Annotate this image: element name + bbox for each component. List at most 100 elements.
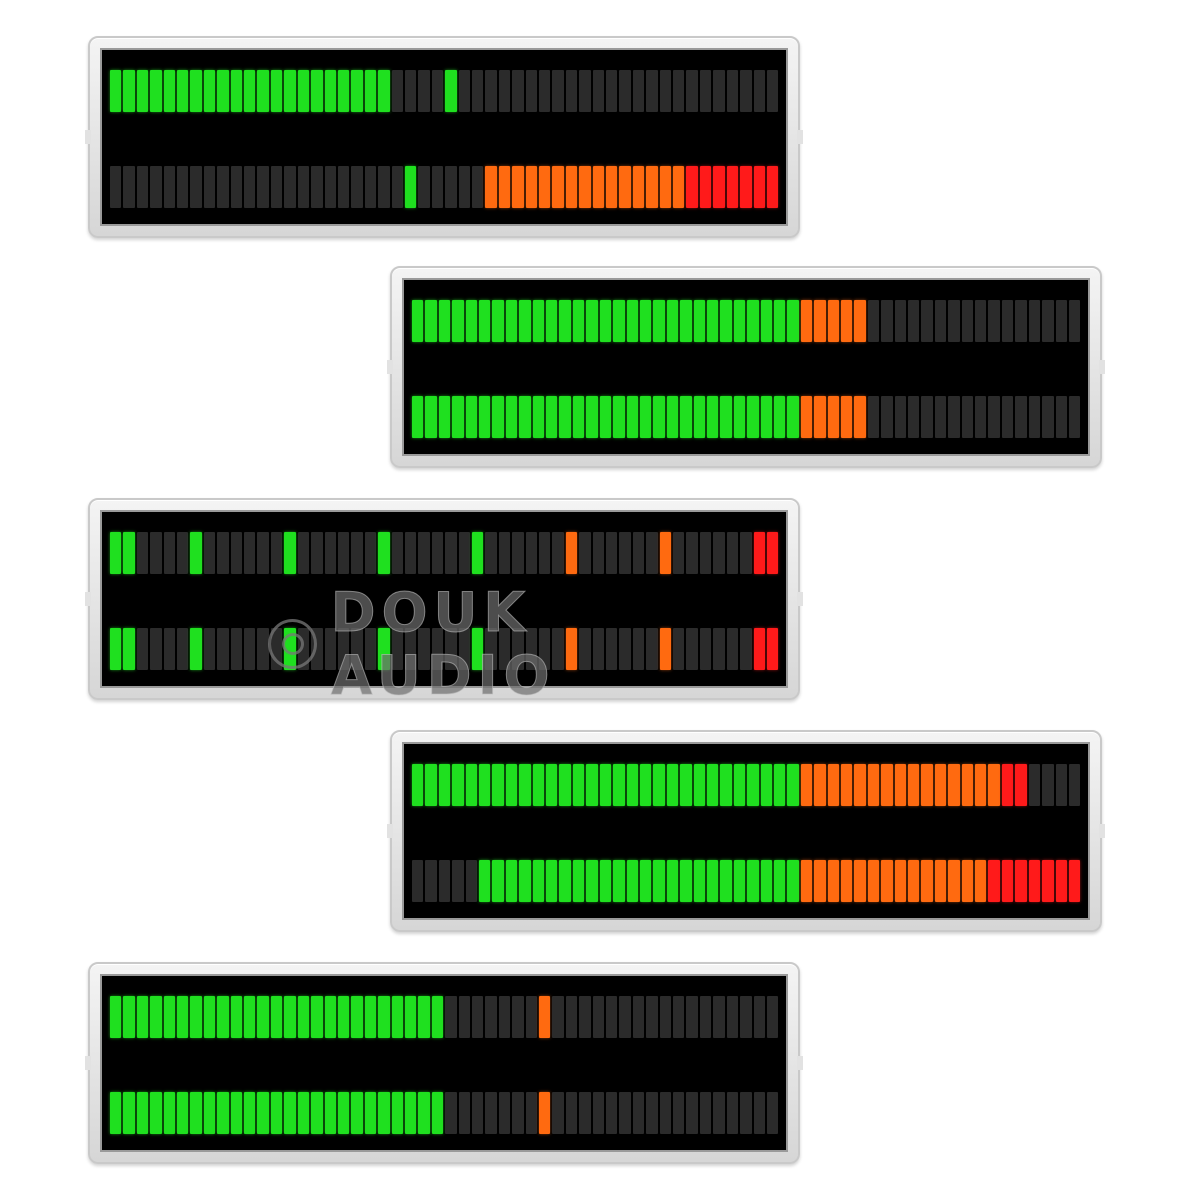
led-segment	[479, 300, 491, 342]
led-segment	[438, 300, 451, 342]
led-segment	[619, 1092, 631, 1134]
led-segment	[431, 532, 444, 574]
led-segment	[747, 764, 759, 806]
led-segment	[110, 1092, 122, 1134]
led-segment	[163, 166, 176, 208]
led-segment	[760, 396, 772, 438]
led-segment	[324, 166, 336, 208]
led-segment	[297, 70, 310, 112]
led-segment	[632, 166, 645, 208]
led-segment	[921, 764, 933, 806]
led-segment	[177, 70, 189, 112]
led-segment	[391, 70, 403, 112]
left-channel-bar	[412, 300, 1081, 342]
led-segment	[431, 996, 444, 1038]
led-segment	[438, 396, 451, 438]
led-segment	[854, 764, 866, 806]
led-segment	[244, 70, 256, 112]
led-segment	[351, 532, 363, 574]
led-segment	[391, 1092, 403, 1134]
led-segment	[1028, 860, 1041, 902]
led-segment	[297, 166, 310, 208]
led-segment	[337, 166, 350, 208]
led-segment	[337, 532, 350, 574]
led-segment	[284, 70, 296, 112]
led-segment	[418, 70, 430, 112]
led-segment	[726, 628, 739, 670]
led-segment	[854, 300, 866, 342]
left-channel-bar	[412, 764, 1081, 806]
led-segment	[646, 996, 658, 1038]
led-segment	[653, 860, 665, 902]
led-segment	[619, 628, 631, 670]
led-segment	[693, 764, 705, 806]
led-segment	[653, 396, 665, 438]
led-segment	[948, 860, 960, 902]
led-segment	[123, 1092, 135, 1134]
led-segment	[814, 300, 826, 342]
led-segment	[686, 70, 698, 112]
display-screen	[100, 48, 788, 226]
led-segment	[230, 1092, 243, 1134]
led-segment	[599, 860, 612, 902]
led-segment	[532, 764, 545, 806]
led-segment	[203, 996, 216, 1038]
led-segment	[766, 532, 779, 574]
led-segment	[639, 764, 652, 806]
led-segment	[136, 532, 149, 574]
led-segment	[713, 532, 725, 574]
led-segment	[190, 996, 202, 1038]
led-segment	[686, 166, 698, 208]
led-segment	[579, 166, 591, 208]
led-segment	[431, 166, 444, 208]
led-segment	[324, 70, 336, 112]
led-segment	[512, 628, 524, 670]
led-segment	[378, 1092, 390, 1134]
led-segment	[713, 166, 725, 208]
led-segment	[666, 764, 679, 806]
led-segment	[311, 1092, 323, 1134]
led-segment	[713, 996, 725, 1038]
led-segment	[961, 396, 974, 438]
led-segment	[988, 764, 1000, 806]
led-segment	[297, 628, 310, 670]
led-segment	[787, 764, 799, 806]
led-segment	[592, 1092, 605, 1134]
led-segment	[1001, 300, 1014, 342]
led-segment	[505, 300, 518, 342]
led-segment	[364, 628, 377, 670]
led-segment	[592, 628, 605, 670]
led-segment	[586, 764, 598, 806]
led-segment	[921, 300, 933, 342]
led-segment	[297, 996, 310, 1038]
led-segment	[230, 70, 243, 112]
led-segment	[1001, 860, 1014, 902]
led-segment	[546, 396, 558, 438]
led-segment	[163, 628, 176, 670]
led-segment	[706, 860, 719, 902]
led-segment	[680, 860, 692, 902]
led-segment	[364, 996, 377, 1038]
led-segment	[686, 996, 698, 1038]
led-segment	[337, 996, 350, 1038]
led-segment	[485, 532, 497, 574]
led-segment	[150, 70, 162, 112]
led-segment	[1068, 860, 1081, 902]
led-segment	[479, 764, 491, 806]
led-segment	[136, 70, 149, 112]
led-segment	[948, 764, 960, 806]
led-segment	[626, 764, 638, 806]
led-segment	[1068, 764, 1081, 806]
led-segment	[1015, 764, 1027, 806]
led-segment	[284, 628, 296, 670]
led-segment	[599, 300, 612, 342]
led-segment	[539, 166, 551, 208]
led-segment	[485, 628, 497, 670]
led-segment	[713, 628, 725, 670]
led-segment	[766, 166, 779, 208]
led-segment	[686, 628, 698, 670]
led-segment	[378, 70, 390, 112]
led-segment	[699, 70, 712, 112]
led-segment	[452, 860, 464, 902]
led-segment	[123, 166, 135, 208]
